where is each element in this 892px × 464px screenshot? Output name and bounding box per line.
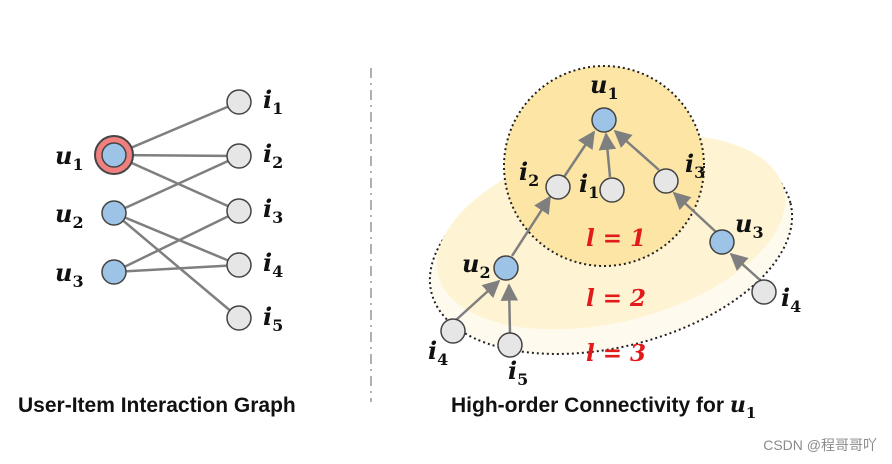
node-u1 xyxy=(591,107,617,133)
edge-u3-i3 xyxy=(113,209,240,274)
node-i4b xyxy=(751,279,777,305)
left-caption: User-Item Interaction Graph xyxy=(18,394,296,417)
connectivity-edges xyxy=(455,129,761,334)
edge-i4a-u2 xyxy=(455,279,501,321)
user-node-u2 xyxy=(101,200,127,226)
item-node-i4 xyxy=(226,252,252,278)
item-node-i1 xyxy=(226,89,252,115)
label-u3: u3 xyxy=(55,258,84,291)
label-node-i4b: i4 xyxy=(781,283,801,316)
label-node-u3: u3 xyxy=(735,209,764,242)
layer-1-region xyxy=(503,65,705,267)
edge-u3-i3 xyxy=(672,191,717,233)
edge-i2-u1 xyxy=(562,130,596,178)
right-panel: u1 i2 i1 i3 u2 u3 i4 i5 i4 l = 1 l = 2 l… xyxy=(428,65,801,422)
user-node-u1 xyxy=(101,142,127,168)
layer-3-label: l = 3 xyxy=(586,340,646,367)
edge-u1-i2 xyxy=(113,153,240,158)
layer-1-label: l = 1 xyxy=(586,225,646,252)
edge-u1-i1 xyxy=(113,100,240,157)
layer-2-label: l = 2 xyxy=(586,285,646,312)
label-node-i4a: i4 xyxy=(428,336,448,369)
label-i3: i3 xyxy=(263,194,283,227)
edge-u2-i5 xyxy=(113,212,240,319)
label-u1: u1 xyxy=(55,141,84,174)
node-i5 xyxy=(497,332,523,358)
node-u2 xyxy=(493,255,519,281)
edge-u3-i4 xyxy=(113,263,240,274)
label-node-i2: i2 xyxy=(519,157,539,190)
label-node-u1: u1 xyxy=(590,70,619,103)
edge-i1-u1 xyxy=(598,132,617,178)
edge-i5-u2 xyxy=(500,283,519,334)
edge-i3-u1 xyxy=(613,129,660,171)
label-node-u2: u2 xyxy=(462,249,491,282)
node-i1 xyxy=(599,177,625,203)
node-u3 xyxy=(709,229,735,255)
watermark: CSDN @程哥哥吖 xyxy=(763,437,877,453)
label-i2: i2 xyxy=(263,139,283,172)
item-node-i3 xyxy=(226,198,252,224)
edge-i4b-u3 xyxy=(729,252,761,281)
label-u2: u2 xyxy=(55,199,84,232)
edge-u2-i2 xyxy=(510,195,552,257)
edge-u2-i2 xyxy=(113,154,240,215)
label-i5: i5 xyxy=(263,302,283,335)
node-i4a xyxy=(440,318,466,344)
left-panel: u1 u2 u3 i1 i2 i3 i4 i5 User-Item Intera… xyxy=(18,85,296,417)
node-i3 xyxy=(653,168,679,194)
label-i1: i1 xyxy=(263,85,283,118)
label-node-i3: i3 xyxy=(685,149,705,182)
label-node-i1: i1 xyxy=(579,169,599,202)
label-i4: i4 xyxy=(263,248,283,281)
item-node-i2 xyxy=(226,143,252,169)
node-i2 xyxy=(545,174,571,200)
user-node-u3 xyxy=(101,259,127,285)
interaction-edges xyxy=(113,100,240,319)
right-caption: High-order Connectivity for u1 xyxy=(451,392,756,422)
edge-u1-i3 xyxy=(113,153,240,213)
edge-u2-i4 xyxy=(113,211,240,267)
item-node-i5 xyxy=(226,305,252,331)
label-node-i5: i5 xyxy=(508,356,528,389)
